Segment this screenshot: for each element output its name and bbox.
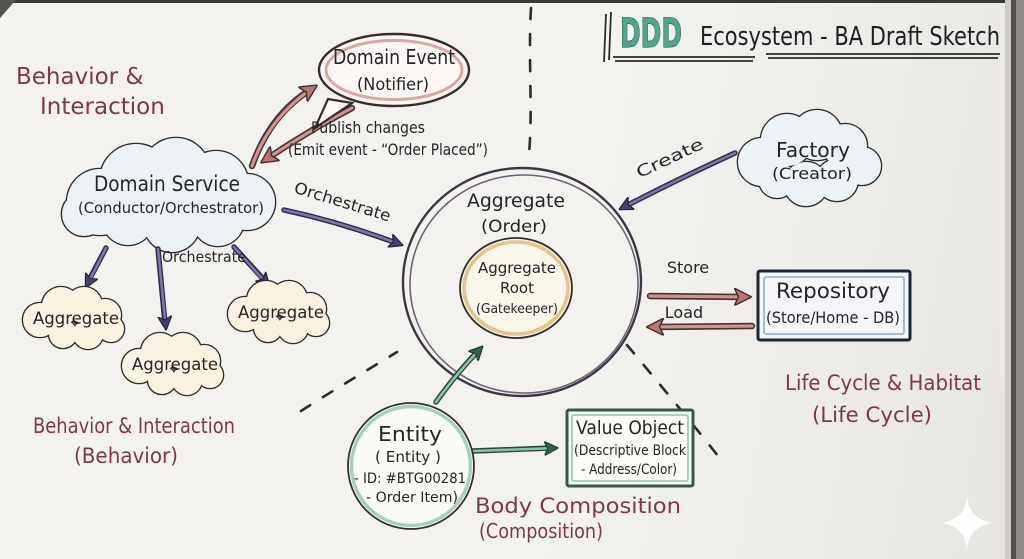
region-divider-lines (299, 6, 724, 463)
aggregate-root-circle: Aggregate Root (Gatekeeper) (459, 237, 573, 339)
orchestrate-down-arrows: Orchestrate (84, 244, 269, 329)
aggregate-circle: Aggregate (Order) Aggregate Root (Gateke… (401, 166, 643, 398)
aggregate-root-line: Aggregate (478, 259, 556, 277)
title-left-bar-2 (608, 11, 612, 61)
value-object-box: Value Object (Descriptive Block - Addres… (565, 408, 695, 488)
entity-title: Entity (378, 422, 442, 446)
domain-event-bubble: Domain Event (Notifier) (312, 32, 471, 132)
region-label-composition: Body Composition (Composition) (475, 494, 681, 543)
region-label-line: (Life Cycle) (812, 403, 932, 427)
entity-id-line: - ID: #BTG00281 (354, 471, 466, 487)
board-top-edge (0, 0, 1024, 3)
title-left-bar (603, 13, 607, 63)
domain-service-title: Domain Service (94, 172, 240, 196)
entity-line: ( Entity ) (375, 448, 441, 466)
aggregate-subtitle: (Order) (481, 217, 547, 237)
store-label: Store (667, 258, 709, 277)
value-object-line: - Address/Color) (581, 462, 677, 478)
entity-arrows (433, 347, 557, 451)
aggregate-cloud-label: Aggregate (33, 309, 119, 328)
region-label-line: Behavior & (16, 64, 143, 90)
aggregate-cloud-label: Aggregate (238, 303, 324, 322)
repository-subtitle: (Store/Home - DB) (766, 308, 900, 327)
region-label-line: Behavior & Interaction (33, 414, 235, 438)
create-arrow: Create (620, 134, 738, 211)
region-label-line: Body Composition (475, 494, 681, 518)
aggregate-root-line: Root (500, 279, 534, 297)
factory-cloud: Factory (Creator) (736, 108, 883, 208)
domain-service-subtitle: (Conductor/Orchestrator) (78, 199, 264, 217)
entity-circle: Entity ( Entity ) - ID: #BTG00281 - Orde… (347, 402, 475, 530)
region-label-behavior-interaction: Behavior & Interaction (16, 64, 165, 120)
region-label-behavior: Behavior & Interaction (Behavior) (33, 414, 235, 468)
aggregate-cloud-label: Aggregate (132, 355, 218, 374)
factory-subtitle: (Creator) (772, 164, 852, 183)
region-label-line: Interaction (40, 94, 165, 120)
publish-note-line: Publish changes (311, 118, 425, 137)
orchestrate-down-label: Orchestrate (162, 248, 246, 266)
region-label-line: (Composition) (479, 519, 603, 543)
domain-event-subtitle: (Notifier) (357, 75, 429, 95)
create-label: Create (633, 134, 706, 182)
factory-title: Factory (776, 138, 850, 162)
load-label: Load (665, 303, 703, 322)
domain-service-cloud: Domain Service (Conductor/Orchestrator) (60, 136, 277, 254)
aggregate-cloud-left: Aggregate (21, 285, 126, 351)
value-object-line: (Descriptive Block (574, 443, 687, 459)
region-label-life-cycle: Life Cycle & Habitat (Life Cycle) (785, 371, 981, 427)
region-label-line: Life Cycle & Habitat (785, 371, 981, 395)
title-brand: DDD (620, 11, 682, 57)
publish-note-line: (Emit event - “Order Placed”) (288, 140, 488, 159)
speech-bubble-tail (312, 97, 355, 132)
aggregate-title: Aggregate (467, 190, 565, 212)
orchestrate-main-label: Orchestrate (292, 178, 393, 225)
value-object-title: Value Object (576, 417, 684, 439)
title-block: DDD Ecosystem - BA Draft Sketch (603, 11, 1000, 63)
aggregate-cloud-right: Aggregate (226, 279, 331, 345)
domain-event-title: Domain Event (333, 45, 455, 69)
publish-arrows (248, 86, 356, 170)
region-label-line: (Behavior) (74, 444, 178, 468)
entity-line: - Order Item) (366, 490, 458, 506)
board-corner (0, 0, 16, 18)
aggregate-cloud-middle: Aggregate (120, 331, 225, 397)
sparkle-icon (942, 496, 992, 550)
load-arrow: Load (648, 303, 756, 327)
repository-title: Repository (776, 279, 890, 303)
board-right-edge (1005, 0, 1024, 559)
orchestrate-main-arrow: Orchestrate (281, 178, 402, 245)
store-arrow: Store (646, 258, 750, 297)
aggregate-root-line: (Gatekeeper) (476, 301, 558, 317)
publish-note: Publish changes (Emit event - “Order Pla… (288, 118, 488, 159)
title-underline (613, 53, 1000, 62)
repository-box: Repository (Store/Home - DB) (756, 269, 912, 342)
page-title: Ecosystem - BA Draft Sketch (700, 22, 1000, 52)
